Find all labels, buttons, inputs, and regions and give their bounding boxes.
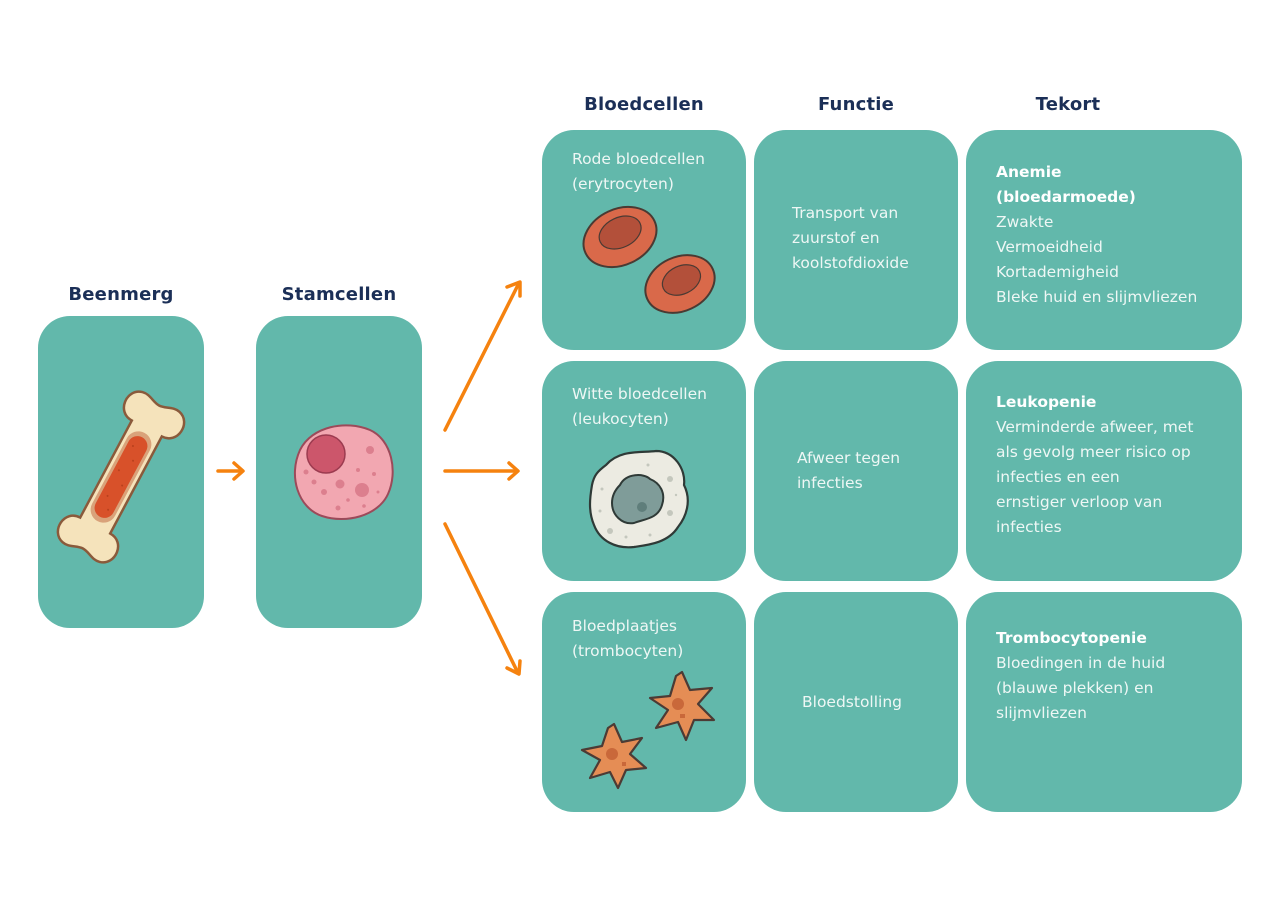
row-3-cell-card: Bloedplaatjes (trombocyten) — [542, 592, 746, 812]
row-3-deficiency: Trombocytopenie Bloedingen in de huid (b… — [996, 626, 1165, 726]
row-2-cell-card: Witte bloedcellen (leukocyten) — [542, 361, 746, 581]
symptom-line: Verminderde afweer, met — [996, 418, 1194, 436]
deficiency-title: Trombocytopenie — [996, 629, 1147, 647]
symptom-line: Kortademigheid — [996, 263, 1119, 281]
arrow-beenmerg-to-stamcellen — [216, 461, 245, 481]
deficiency-title-sub: (bloedarmoede) — [996, 188, 1136, 206]
row-2-deficiency: Leukopenie Verminderde afweer, met als g… — [996, 390, 1193, 540]
platelets-icon — [580, 670, 716, 790]
symptom-line: infecties en een — [996, 468, 1120, 486]
symptom-line: slijmvliezen — [996, 704, 1087, 722]
row-2-function: Afweer tegen infecties — [797, 446, 900, 496]
cell-name-line: Witte bloedcellen — [572, 385, 707, 403]
function-line: koolstofdioxide — [792, 254, 909, 272]
row-2-cell-name: Witte bloedcellen (leukocyten) — [572, 382, 707, 432]
deficiency-title: Anemie — [996, 163, 1062, 181]
heading-stamcellen: Stamcellen — [281, 284, 397, 305]
row-1-deficiency-card: Anemie (bloedarmoede) Zwakte Vermoeidhei… — [966, 130, 1242, 350]
white-blood-cell-icon — [588, 449, 689, 549]
symptom-line: als gevolg meer risico op — [996, 443, 1191, 461]
arrow-to-red-cells — [443, 280, 522, 432]
deficiency-title: Leukopenie — [996, 393, 1097, 411]
row-3-cell-name: Bloedplaatjes (trombocyten) — [572, 614, 683, 664]
cell-name-line: Bloedplaatjes — [572, 617, 677, 635]
function-line: Transport van — [792, 204, 899, 222]
heading-beenmerg: Beenmerg — [68, 284, 174, 305]
function-line: Bloedstolling — [802, 693, 903, 711]
cell-name-latin: (trombocyten) — [572, 642, 684, 660]
function-line: infecties — [797, 474, 863, 492]
heading-functie: Functie — [817, 94, 895, 115]
bone-marrow-icon — [56, 390, 186, 564]
symptom-line: Bleke huid en slijmvliezen — [996, 288, 1198, 306]
red-blood-cells-icon — [582, 205, 716, 314]
row-1-deficiency: Anemie (bloedarmoede) Zwakte Vermoeidhei… — [996, 160, 1197, 310]
row-1-function-card: Transport van zuurstof en koolstofdioxid… — [754, 130, 958, 350]
stem-cell-icon — [293, 424, 394, 520]
row-2-function-card: Afweer tegen infecties — [754, 361, 958, 581]
symptom-line: infecties — [996, 518, 1062, 536]
row-2-deficiency-card: Leukopenie Verminderde afweer, met als g… — [966, 361, 1242, 581]
heading-tekort: Tekort — [1035, 94, 1101, 115]
heading-bloedcellen: Bloedcellen — [584, 94, 704, 115]
beenmerg-card — [38, 316, 204, 628]
row-3-deficiency-card: Trombocytopenie Bloedingen in de huid (b… — [966, 592, 1242, 812]
row-1-function: Transport van zuurstof en koolstofdioxid… — [792, 201, 909, 276]
stamcellen-card — [256, 316, 422, 628]
row-1-cell-card: Rode bloedcellen (erytrocyten) — [542, 130, 746, 350]
row-3-function-card: Bloedstolling — [754, 592, 958, 812]
symptom-line: (blauwe plekken) en — [996, 679, 1154, 697]
symptom-line: Bloedingen in de huid — [996, 654, 1166, 672]
arrow-to-platelets — [443, 522, 522, 676]
arrow-to-white-cells — [443, 461, 520, 481]
function-line: zuurstof en — [792, 229, 880, 247]
row-3-function: Bloedstolling — [802, 690, 902, 715]
symptom-line: Vermoeidheid — [996, 238, 1103, 256]
symptom-line: Zwakte — [996, 213, 1054, 231]
cell-name-line: Rode bloedcellen — [572, 150, 705, 168]
function-line: Afweer tegen — [797, 449, 901, 467]
symptom-line: ernstiger verloop van — [996, 493, 1163, 511]
cell-name-latin: (leukocyten) — [572, 410, 669, 428]
row-1-cell-name: Rode bloedcellen (erytrocyten) — [572, 147, 705, 197]
cell-name-latin: (erytrocyten) — [572, 175, 674, 193]
